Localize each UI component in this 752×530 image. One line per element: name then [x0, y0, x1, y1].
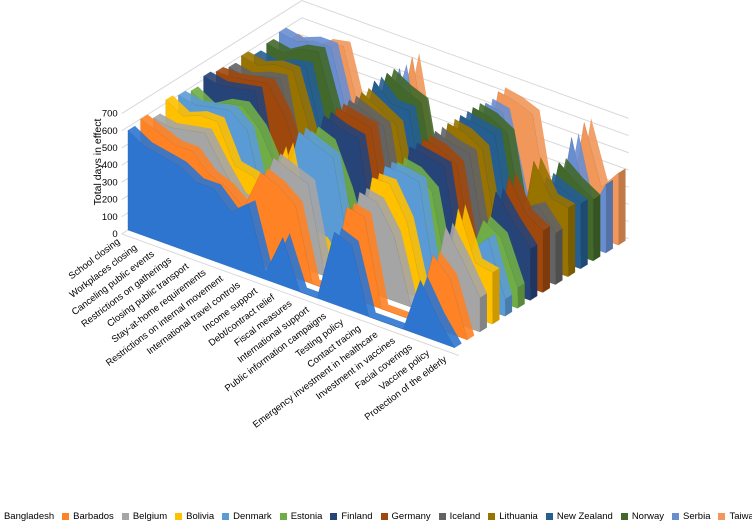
y-tick-label: 0: [112, 229, 117, 240]
ribbon-end: [555, 228, 563, 285]
legend-swatch: [672, 512, 680, 520]
y-tick-label: 200: [102, 195, 118, 206]
legend-swatch: [330, 512, 338, 520]
legend-label: Bolivia: [186, 510, 215, 522]
ribbon-end: [618, 168, 626, 246]
legend-swatch: [62, 512, 70, 520]
y-axis-title: Total days in effect: [92, 119, 104, 206]
chart-legend: Bangladesh Barbados Belgium Bolivia Denmark E…: [0, 508, 752, 524]
legend-label: Germany: [391, 510, 431, 522]
ribbon-top: [241, 51, 576, 259]
y-axis-ticks: 0 100 200 300 400 500 600 700: [102, 109, 118, 240]
legend-swatch: [380, 512, 388, 520]
legend-swatch: [175, 512, 183, 520]
legend-label: Taiwan: [729, 510, 752, 522]
ribbon-top: [153, 113, 487, 314]
ribbon-end: [568, 203, 576, 277]
ribbon-end: [505, 294, 513, 317]
legend-label: Estonia: [290, 510, 323, 522]
legend-item: Belgium: [121, 510, 168, 522]
legend-label: Serbia: [683, 510, 711, 522]
legend-item: Finland: [330, 510, 373, 522]
legend-item: Lithuania: [488, 511, 538, 522]
legend-item: New Zealand: [545, 510, 613, 522]
legend-swatch: [718, 512, 726, 520]
ribbon-top: [178, 90, 513, 299]
ribbon-end: [606, 179, 613, 253]
legend-item: Bangladesh: [0, 511, 54, 522]
legend-label: Bangladesh: [3, 510, 55, 522]
ribbon-top: [216, 67, 550, 274]
ribbon-end: [530, 244, 538, 301]
ribbon-end: [580, 199, 588, 269]
legend-label: New Zealand: [556, 510, 613, 522]
legend-item: Norway: [620, 510, 665, 522]
y-tick-label: 700: [102, 109, 118, 120]
series-ribbons: [127, 27, 626, 349]
ribbon-top: [140, 114, 475, 340]
ribbon-top: [203, 71, 538, 282]
legend-swatch: [620, 512, 628, 520]
legend-item: Bolivia: [175, 511, 214, 522]
floor-edge: [121, 233, 459, 356]
y-tick-label: 600: [102, 126, 118, 137]
legend-item: Germany: [380, 510, 431, 522]
ribbon-end: [480, 293, 487, 332]
y-tick-label: 500: [102, 143, 118, 154]
y-tick-label: 400: [102, 160, 118, 171]
gridline: [121, 0, 629, 119]
series-belgium: [152, 113, 487, 333]
ribbon-end: [492, 268, 500, 325]
legend-label: Belgium: [132, 510, 168, 522]
legend-label: Norway: [631, 510, 665, 522]
legend-item: Denmark: [222, 511, 272, 522]
ribbon-top: [191, 86, 525, 288]
legend-item: Barbados: [62, 511, 114, 522]
legend-swatch: [121, 512, 129, 520]
legend-swatch: [438, 512, 446, 520]
ribbon-end: [543, 226, 550, 293]
legend-swatch: [222, 512, 230, 520]
legend-swatch: [279, 512, 287, 520]
series-bangladesh: [127, 125, 462, 349]
legend-label: Denmark: [233, 510, 272, 522]
legend-label: Lithuania: [499, 510, 538, 522]
legend-item: Taiwan: [718, 511, 752, 522]
legend-swatch: [488, 512, 496, 520]
y-tick-label: 100: [102, 212, 118, 223]
legend-item: Serbia: [672, 511, 710, 522]
y-tick-label: 300: [102, 177, 118, 188]
legend-item: Estonia: [279, 510, 323, 522]
legend-label: Barbados: [73, 510, 114, 522]
legend-label: Iceland: [449, 510, 481, 522]
ribbon-end: [593, 194, 601, 261]
ribbon-face: [127, 129, 456, 349]
ribbon-top: [165, 95, 500, 306]
ribbon-end: [517, 283, 525, 309]
legend-swatch: [545, 512, 553, 520]
legend-label: Finland: [341, 510, 373, 522]
legend-item: Iceland: [438, 510, 481, 522]
ribbon-top: [128, 125, 462, 348]
